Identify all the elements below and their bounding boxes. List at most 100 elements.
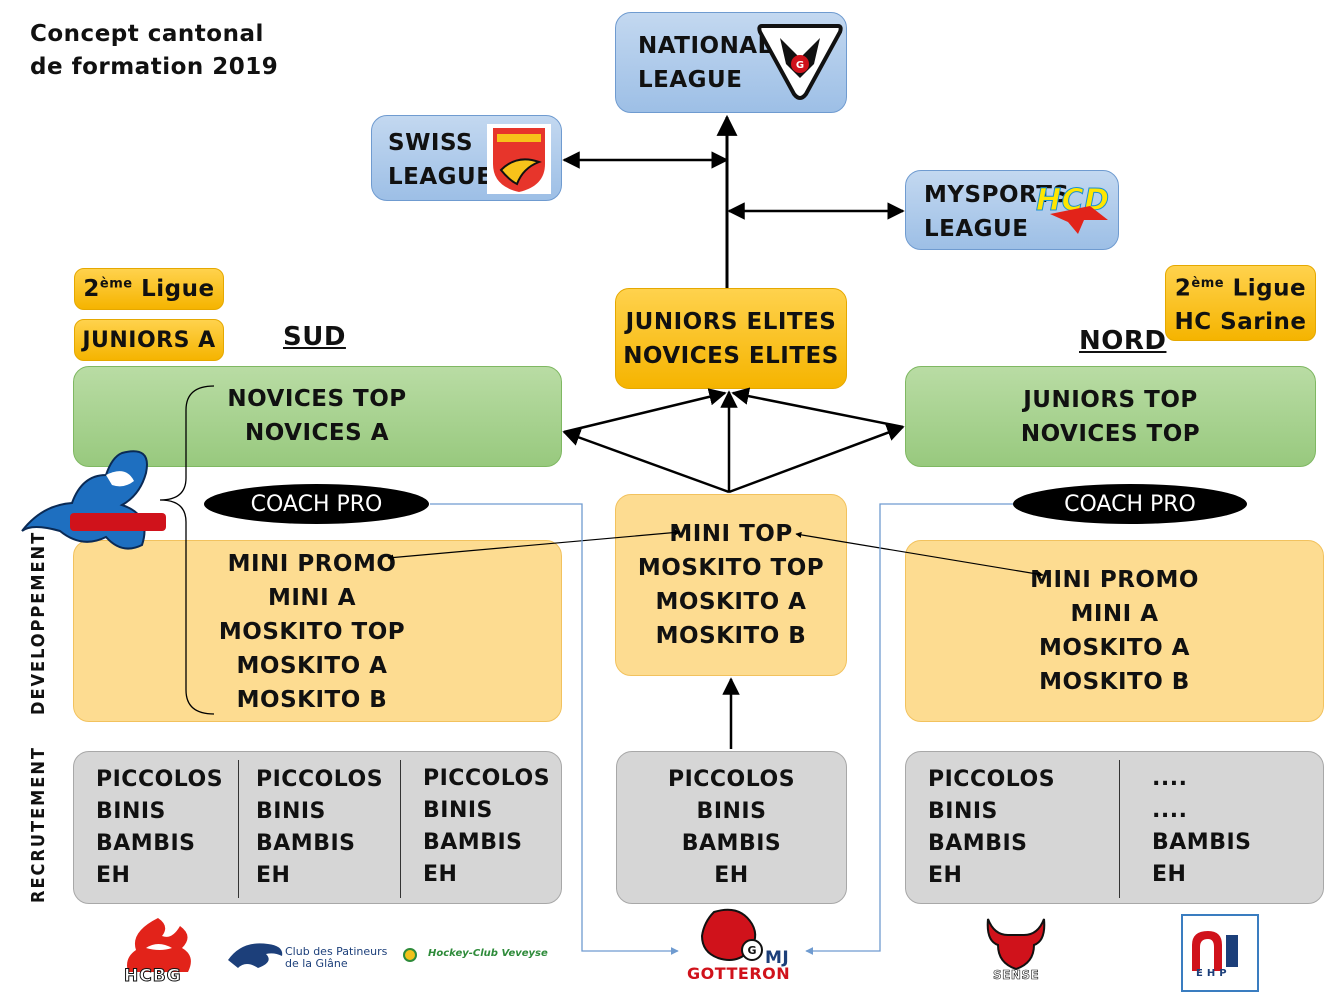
arrow-sudtop-to-elites — [563, 388, 727, 434]
mysports-line-1: MYSPORTS — [924, 182, 1070, 208]
nord-top-line-2: NOVICES TOP — [1020, 420, 1201, 447]
rec-nord-box: PICCOLOS BINIS BAMBIS EH .... .... BAMBI… — [905, 751, 1324, 904]
rec-item: BINIS — [256, 799, 326, 824]
gotteron-logo-text: GOTTERON — [687, 964, 791, 983]
arrow-mini-sud — [387, 529, 681, 561]
rec-nord-col-2: .... .... BAMBIS EH — [1152, 763, 1252, 891]
arrow-center-to-sudtop — [562, 429, 730, 494]
swiss-line-1: SWISS — [388, 130, 474, 156]
juniors-a-label: JUNIORS A — [82, 327, 216, 353]
rec-item: PICCOLOS — [423, 766, 551, 791]
group-brace — [159, 385, 215, 715]
rec-item: PICCOLOS — [667, 766, 796, 792]
hc-sarine-label: HC Sarine — [1174, 309, 1307, 336]
rec-item: .... — [1152, 798, 1188, 823]
coach-pro-right: COACH PRO — [1013, 484, 1247, 524]
rec-sud-box: PICCOLOS BINIS BAMBIS EH PICCOLOS BINIS … — [73, 751, 562, 904]
nord-top-box: JUNIORS TOP NOVICES TOP — [905, 366, 1316, 467]
elites-line-2: NOVICES ELITES — [623, 342, 839, 369]
coach-pro-left: COACH PRO — [204, 484, 429, 524]
rec-item: BAMBIS — [96, 831, 196, 856]
rec-sud-col-2: PICCOLOS BINIS BAMBIS EH — [256, 764, 383, 892]
center-dev-box: MINI TOP MOSKITO TOP MOSKITO A MOSKITO B — [615, 494, 847, 676]
rec-item: BAMBIS — [928, 831, 1028, 856]
sud-top-line-2: NOVICES A — [244, 420, 389, 446]
hc-ajoie-logo-icon — [487, 124, 551, 194]
veveyse-logo-text: Hockey-Club Veveyse — [428, 948, 548, 959]
sud-ligue-text: Ligue — [132, 276, 215, 302]
elites-line-1: JUNIORS ELITES — [625, 308, 837, 335]
sud-top-line-1: NOVICES TOP — [227, 386, 407, 412]
nord-heading: NORD — [1079, 326, 1167, 356]
rec-item: BAMBIS — [256, 831, 356, 856]
rec-sud-divider-1 — [238, 760, 239, 898]
swiss-line-2: LEAGUE — [388, 164, 493, 190]
sud-top-box: NOVICES TOP NOVICES A — [73, 366, 562, 467]
rec-item: BAMBIS — [681, 830, 782, 856]
rec-item: EH — [96, 863, 131, 888]
rec-item: PICCOLOS — [256, 767, 384, 792]
rec-item: .... — [1152, 766, 1188, 791]
hcbg-logo-text: HCBG — [124, 966, 182, 987]
sense-bull-icon — [986, 918, 1046, 971]
juniors-a-box: JUNIORS A — [74, 319, 224, 361]
ehp-logo-text: EHP — [1196, 968, 1231, 979]
rec-sud-divider-2 — [400, 760, 401, 898]
rec-center-box: PICCOLOS BINIS BAMBIS EH — [616, 751, 847, 904]
veveyse-mark-icon — [403, 948, 417, 962]
sud-dev-item: MINI A — [267, 585, 357, 611]
svg-text:G: G — [796, 60, 804, 71]
sud-ligue-num: 2 — [83, 276, 100, 302]
rec-item: BINIS — [928, 799, 998, 824]
center-dev-item: MINI TOP — [669, 521, 793, 547]
rec-nord-divider — [1119, 760, 1120, 898]
rec-item: BINIS — [96, 799, 166, 824]
sense-logo-text: SENSE — [993, 968, 1040, 983]
arrow-center-to-nordtop — [728, 424, 905, 494]
title-line-1: Concept cantonal — [30, 21, 264, 47]
rec-item: EH — [256, 863, 291, 888]
rec-sud-col-1: PICCOLOS BINIS BAMBIS EH — [96, 764, 223, 892]
rec-nord-col-1: PICCOLOS BINIS BAMBIS EH — [928, 764, 1055, 892]
arrow-mini-nord — [795, 531, 1044, 578]
griffons-logo-icon — [21, 450, 166, 550]
rec-item: EH — [1152, 862, 1187, 887]
sud-dev-item: MOSKITO TOP — [218, 619, 406, 645]
national-line-2: LEAGUE — [638, 67, 743, 93]
title-line-2: de formation 2019 — [30, 54, 279, 80]
rec-sud-col-3: PICCOLOS BINIS BAMBIS EH — [423, 763, 550, 891]
nord-dev-item: MOSKITO A — [1039, 635, 1190, 661]
nord-top-line-1: JUNIORS TOP — [1023, 386, 1198, 413]
nord-dev-item: MINI A — [1070, 601, 1159, 627]
page-title: Concept cantonal de formation 2019 — [30, 18, 278, 84]
hcd-logo-icon — [1050, 206, 1108, 234]
glane-line-1: Club des Patineurs — [285, 945, 388, 958]
rec-item: EH — [928, 863, 963, 888]
gotteron-mj-text: MJ — [765, 948, 790, 968]
sud-dev-item: MINI PROMO — [227, 551, 397, 577]
nord-ligue-sup: ème — [1191, 275, 1225, 291]
elites-box: JUNIORS ELITES NOVICES ELITES — [615, 288, 847, 389]
svg-text:G: G — [747, 944, 756, 957]
rec-item: BINIS — [423, 798, 493, 823]
sud-ligue-sup: ème — [99, 276, 133, 292]
sud-heading: SUD — [283, 322, 346, 352]
sud-dev-item: MOSKITO A — [236, 653, 388, 679]
ehp-logo-icon — [1181, 914, 1259, 992]
glane-line-2: de la Glâne — [285, 957, 348, 970]
rec-item: BAMBIS — [1152, 830, 1252, 855]
coach-right-connector — [805, 503, 1013, 955]
hcbg-logo-icon — [127, 918, 191, 972]
nord-dev-item: MOSKITO B — [1039, 669, 1190, 695]
arrow-nordtop-to-elites — [731, 387, 904, 429]
center-dev-item: MOSKITO A — [655, 589, 807, 615]
rec-item: PICCOLOS — [96, 767, 224, 792]
sud-dev-box: MINI PROMO MINI A MOSKITO TOP MOSKITO A … — [73, 540, 562, 722]
nord-dev-item: MINI PROMO — [1030, 567, 1199, 593]
nord-2eme-ligue-box: 2ème Ligue HC Sarine — [1165, 265, 1316, 341]
rec-item: EH — [423, 862, 458, 887]
rec-item: EH — [714, 862, 749, 888]
coach-left-connector — [430, 503, 679, 955]
glane-panther-icon — [228, 943, 283, 968]
